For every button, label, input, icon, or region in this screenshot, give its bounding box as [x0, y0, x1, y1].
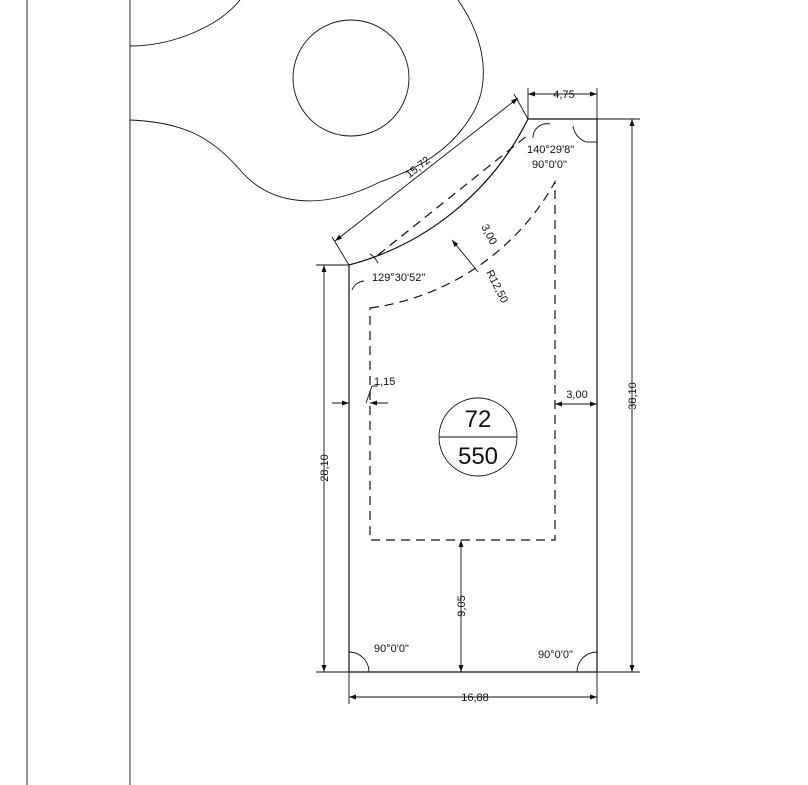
- dimension-arc-offset: 3,00: [451, 222, 499, 273]
- hole-circle: [292, 19, 410, 137]
- dim-offset-arc: 3,00: [478, 222, 498, 247]
- dim-angle-top-right: 90°0'0": [532, 159, 567, 171]
- dimension-right-offset: 3,00: [555, 389, 597, 407]
- dimension-left-offset: 1,15: [332, 376, 395, 406]
- part-outline: [348, 118, 598, 673]
- dim-bottom-offset: 9,05: [456, 595, 468, 616]
- dim-bottom-width: 16,88: [461, 692, 489, 704]
- dim-angle-bottom-left: 90°0'0": [374, 643, 409, 655]
- dim-right-offset: 3,00: [566, 389, 587, 401]
- inner-offset-contour: [369, 179, 556, 541]
- dimension-top-width: 4,75: [527, 88, 598, 119]
- dimension-bottom-offset: 9,05: [456, 540, 468, 672]
- angle-marks-bottom: 90°0'0" 90°0'0": [348, 643, 598, 673]
- dim-top-width: 4,75: [553, 89, 574, 101]
- dimension-bottom-width: 16,88: [348, 672, 598, 704]
- dim-left-height: 28,10: [319, 454, 331, 482]
- part-label: 72 550: [438, 397, 518, 477]
- angle-marks-top: 140°29'8" 90°0'0": [527, 123, 597, 171]
- dimension-right-height: 38,10: [597, 118, 640, 673]
- dimension-left-height: 28,10: [316, 264, 349, 673]
- dim-right-height: 38,10: [627, 382, 639, 410]
- label-bottom-number: 550: [458, 443, 498, 470]
- dim-angle-top: 140°29'8": [527, 144, 574, 156]
- dim-angle-left: 129°30'52": [372, 272, 425, 284]
- dim-angle-bottom-right: 90°0'0": [538, 649, 573, 661]
- label-top-number: 72: [465, 406, 492, 433]
- neighbor-contour: [129, 0, 484, 202]
- dim-left-offset: 1,15: [374, 376, 395, 388]
- dim-radius: R12,50: [483, 268, 510, 305]
- angle-left: 129°30'52": [351, 253, 425, 291]
